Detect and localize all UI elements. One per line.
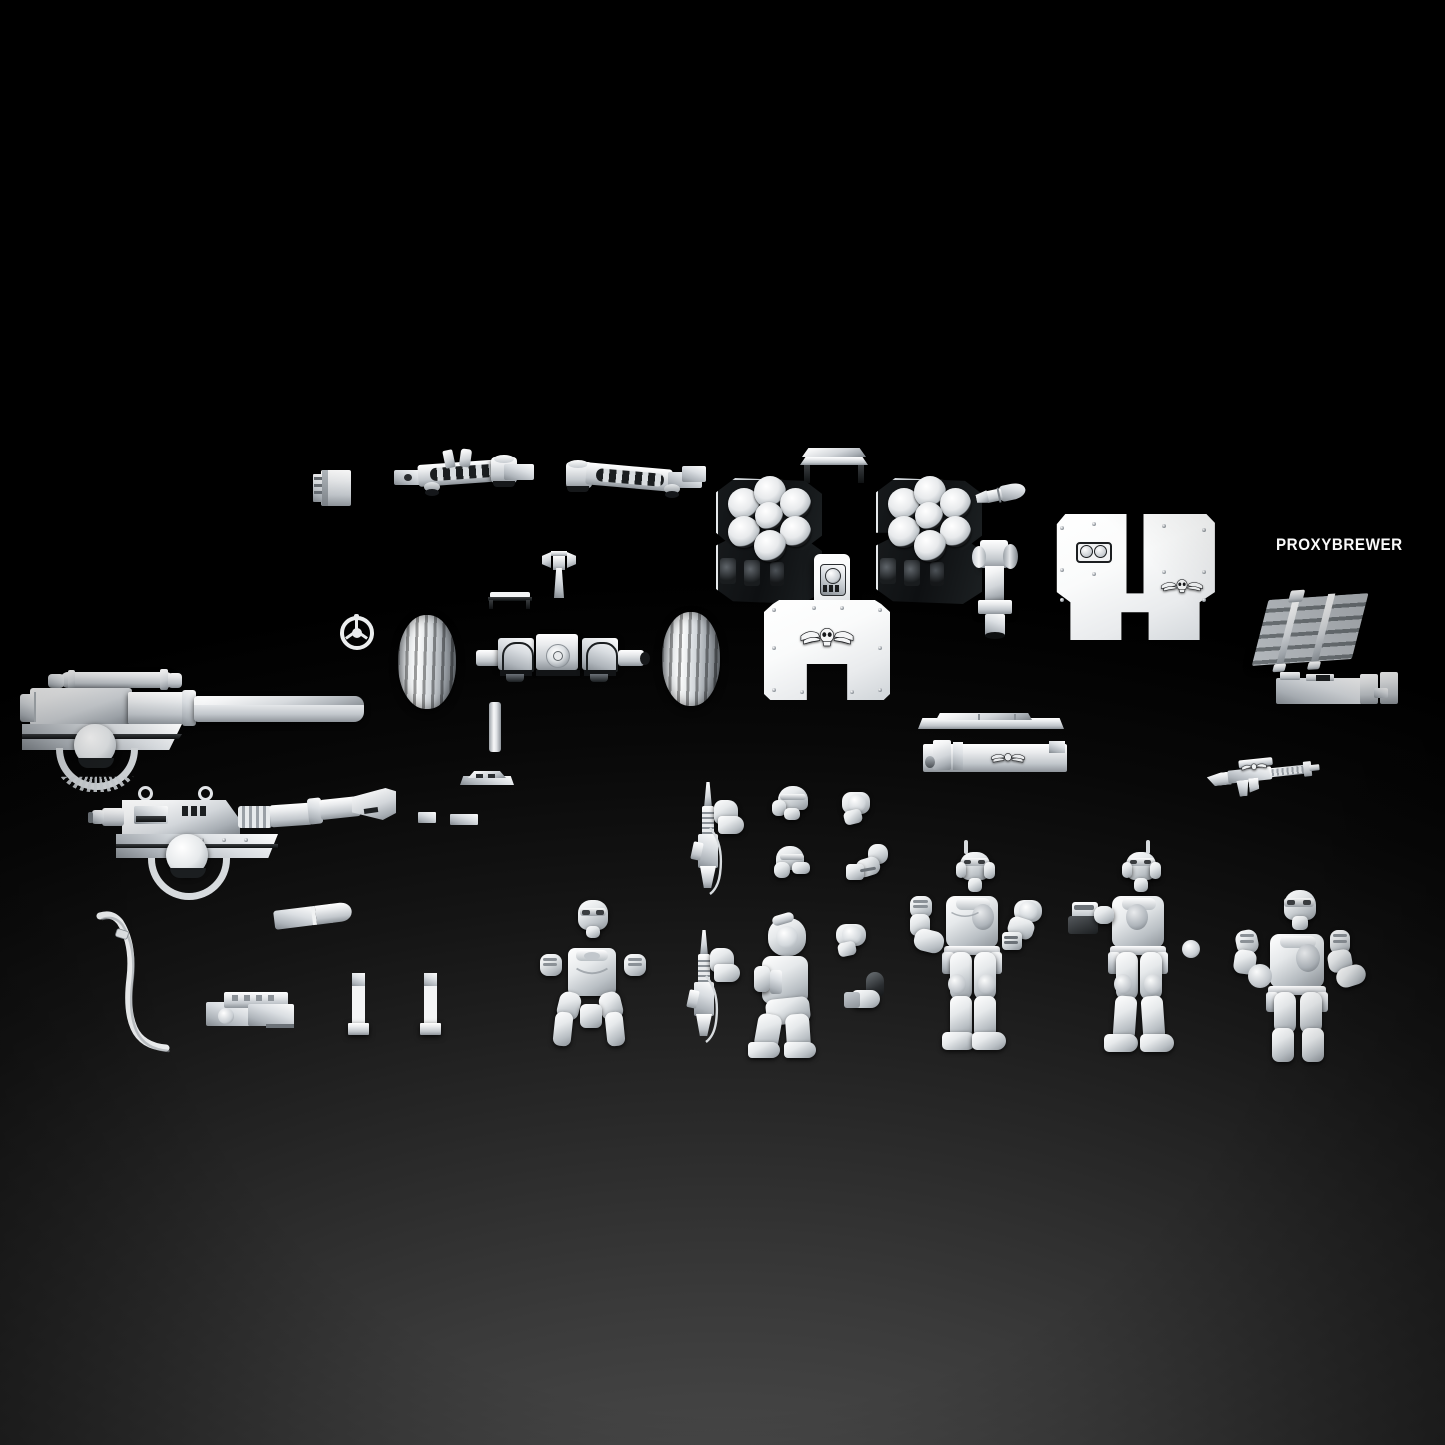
proxybrewer-watermark: PROXYBREWER	[1276, 536, 1403, 554]
